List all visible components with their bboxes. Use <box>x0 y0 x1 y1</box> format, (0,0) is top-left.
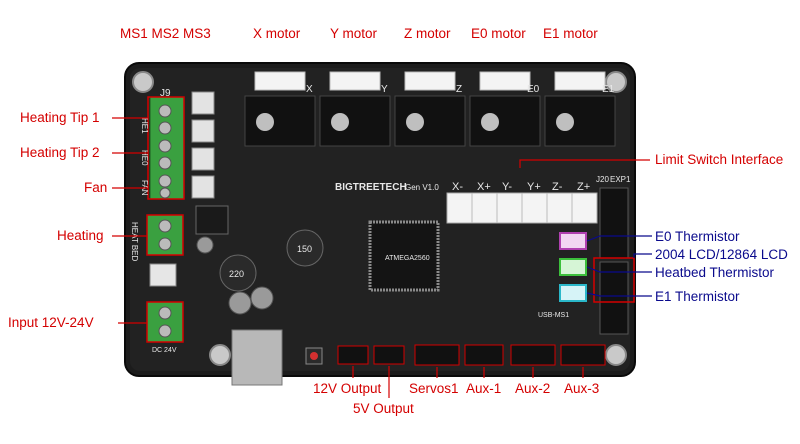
axis-letter-x: X <box>306 84 313 95</box>
axis-letter-z: Z <box>456 84 462 95</box>
screw-labels: HE1 HE0 FAN <box>140 118 149 196</box>
label-12v-output: 12V Output <box>313 381 382 396</box>
endstop-labels: X- X+ Y- Y+ Z- Z+ <box>452 181 590 193</box>
label-limit-switch: Limit Switch Interface <box>655 152 783 167</box>
label-aux2: Aux-2 <box>515 381 550 396</box>
exp-headers <box>593 187 635 335</box>
endstop-label-y-plus: Y+ <box>527 181 541 193</box>
label-e1-thermistor: E1 Thermistor <box>655 289 740 304</box>
label-heating-tip-2: Heating Tip 2 <box>20 145 100 160</box>
screw-label-he1: HE1 <box>140 118 149 134</box>
exp1-label: EXP1 <box>610 175 631 184</box>
endstop-connectors <box>446 192 598 224</box>
axis-letter-e0: E0 <box>527 84 540 95</box>
endstop-label-x-plus: X+ <box>477 181 491 193</box>
screw-label-he0: HE0 <box>140 150 149 166</box>
fuse <box>149 263 177 287</box>
brand-label: BIGTREETECH <box>335 182 407 193</box>
heat-bed-label: HEAT BED <box>130 222 139 261</box>
usb-label: USB-MS1 <box>538 312 569 319</box>
bottom-headers <box>337 344 606 366</box>
power-components: 150 220 <box>196 229 324 315</box>
thermistor-connectors <box>559 232 587 302</box>
screw-terminal-power <box>146 301 184 343</box>
annotation-labels: MS1 MS2 MS3 X motor Y motor Z motor E0 m… <box>8 26 788 416</box>
label-aux1: Aux-1 <box>466 381 501 396</box>
dc-in-label: DC 24V <box>152 347 177 354</box>
leader-lines <box>112 117 652 398</box>
label-e0-motor: E0 motor <box>471 26 526 41</box>
label-input-power: Input 12V-24V <box>8 315 94 330</box>
label-fan: Fan <box>84 180 107 195</box>
label-heating: Heating <box>57 228 104 243</box>
endstop-label-z-plus: Z+ <box>577 181 590 193</box>
chip-label: ATMEGA2560 <box>385 255 430 262</box>
label-heatbed-thermistor: Heatbed Thermistor <box>655 265 775 280</box>
endstop-label-y-minus: Y- <box>502 181 512 193</box>
version-label: Gen V1.0 <box>405 183 439 192</box>
label-e0-thermistor: E0 Thermistor <box>655 229 740 244</box>
mcu-chip: ATMEGA2560 <box>368 220 440 292</box>
inductor-label-220: 220 <box>229 269 244 279</box>
label-heating-tip-1: Heating Tip 1 <box>20 110 100 125</box>
reset-button-cap <box>310 352 318 360</box>
screw-terminal-heatbed <box>146 214 184 256</box>
usb-port <box>231 329 283 386</box>
mounting-hole <box>132 71 154 93</box>
label-e1-motor: E1 motor <box>543 26 598 41</box>
label-x-motor: X motor <box>253 26 301 41</box>
label-ms-pins: MS1 MS2 MS3 <box>120 26 211 41</box>
j20-label: J20 <box>596 175 609 184</box>
label-y-motor: Y motor <box>330 26 378 41</box>
stepper-sockets <box>244 95 616 147</box>
label-aux3: Aux-3 <box>564 381 599 396</box>
screw-terminal-outputs <box>147 96 185 200</box>
motor-connectors <box>254 71 606 91</box>
mounting-hole <box>605 71 627 93</box>
j9-label: J9 <box>160 88 171 99</box>
axis-letter-y: Y <box>381 84 388 95</box>
endstop-label-z-minus: Z- <box>552 181 563 193</box>
label-servos: Servos1 <box>409 381 459 396</box>
mounting-hole <box>209 344 231 366</box>
axis-letter-e1: E1 <box>602 84 615 95</box>
mosfets <box>191 91 229 235</box>
e0-thermistor-connector <box>559 232 587 250</box>
heatbed-thermistor-connector <box>559 258 587 276</box>
label-5v-output: 5V Output <box>353 401 414 416</box>
inductor-label-150: 150 <box>297 244 312 254</box>
mounting-hole <box>605 344 627 366</box>
label-z-motor: Z motor <box>404 26 451 41</box>
endstop-label-x-minus: X- <box>452 181 463 193</box>
label-lcd: 2004 LCD/12864 LCD <box>655 247 788 262</box>
e1-thermistor-connector <box>559 284 587 302</box>
axis-letters: X Y Z E0 E1 <box>306 84 615 95</box>
